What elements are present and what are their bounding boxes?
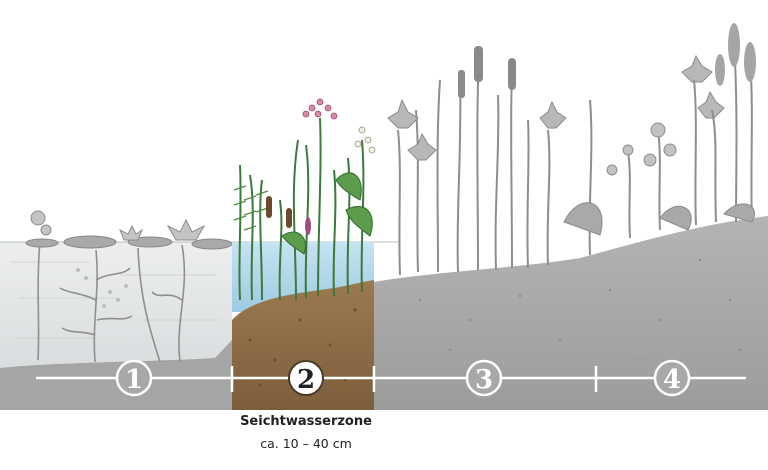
marigold-flowers-gray: [606, 122, 677, 176]
zone-number-4: 4: [663, 365, 681, 395]
submerged-plants-gray: [37, 239, 186, 363]
shallow-plants-green: [238, 117, 365, 301]
water-lily-flowers-gray: [30, 210, 206, 241]
zone-marker-1: 1: [115, 359, 153, 397]
zone-number-1: 1: [125, 365, 143, 395]
floating-leaves-gray: [25, 235, 233, 250]
zone-caption-depth: ca. 10 – 40 cm: [260, 436, 352, 451]
horsetail-whorls-green: [233, 185, 269, 231]
cattail-heads-brown: [266, 196, 292, 228]
zone-caption-title: Seichtwasserzone: [240, 414, 372, 429]
loosestrife-spikes-gray: [715, 23, 756, 86]
zone-marker-3: 3: [465, 359, 503, 397]
zone-marker-2: 2: [288, 360, 324, 396]
purple-spikes: [305, 217, 311, 235]
flowering-rush-flowers: [302, 98, 338, 120]
marsh-plants-gray: [397, 54, 593, 276]
zone-number-2: 2: [297, 365, 315, 395]
zone-marker-4: 4: [653, 359, 691, 397]
bank-ground: [374, 216, 768, 410]
ground-texture: [418, 258, 742, 372]
white-flowers: [354, 126, 376, 154]
cattail-heads-gray: [458, 46, 516, 98]
zone-number-3: 3: [475, 365, 493, 395]
arrowhead-leaves-green: [281, 172, 373, 255]
small-bubbles-gray: [76, 268, 128, 308]
broad-leaves-gray: [563, 202, 755, 236]
zone-scale-line: [36, 366, 746, 392]
iris-flowers-gray: [387, 54, 725, 161]
